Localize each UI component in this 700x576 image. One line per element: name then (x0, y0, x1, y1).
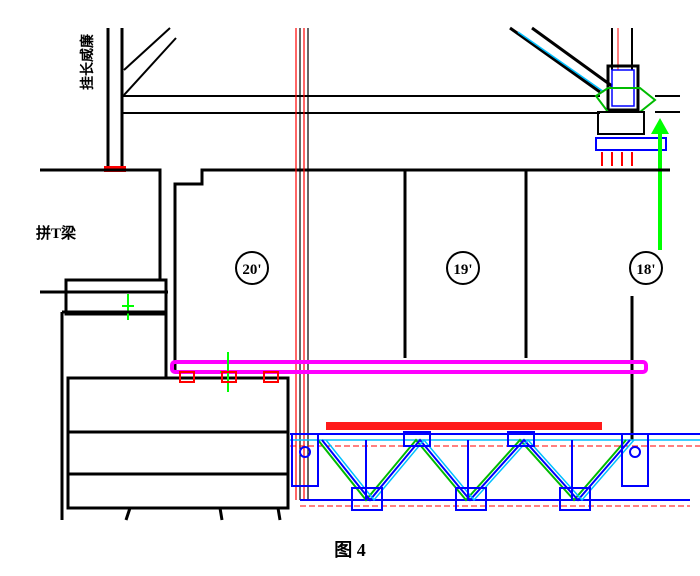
axis-lines (295, 28, 309, 500)
vertical-note-label: 挂长威廉 (79, 34, 96, 90)
lifting-beam (170, 352, 648, 392)
beam-number-19: 19' (453, 262, 472, 278)
figure-caption: 图 4 (334, 540, 366, 560)
structural-drawing: 20' 19' 18' 拼T梁 挂长威廉 (36, 26, 700, 521)
truss (290, 431, 700, 511)
beam-number-18: 18' (636, 262, 655, 278)
top-bracing (123, 27, 177, 96)
beam-marker-18: 18' (629, 251, 663, 285)
load-bar (326, 422, 602, 430)
beam-marker-20: 20' (235, 251, 269, 285)
beam-number-20: 20' (242, 262, 261, 278)
lift-arrow (651, 118, 669, 250)
left-column (104, 28, 126, 172)
top-rail (122, 95, 600, 114)
beam-type-label: 拼T梁 (36, 224, 77, 242)
crane-head (509, 26, 680, 166)
pier-block (40, 278, 290, 521)
beam-marker-19: 19' (446, 251, 480, 285)
girder-outline (40, 168, 670, 440)
